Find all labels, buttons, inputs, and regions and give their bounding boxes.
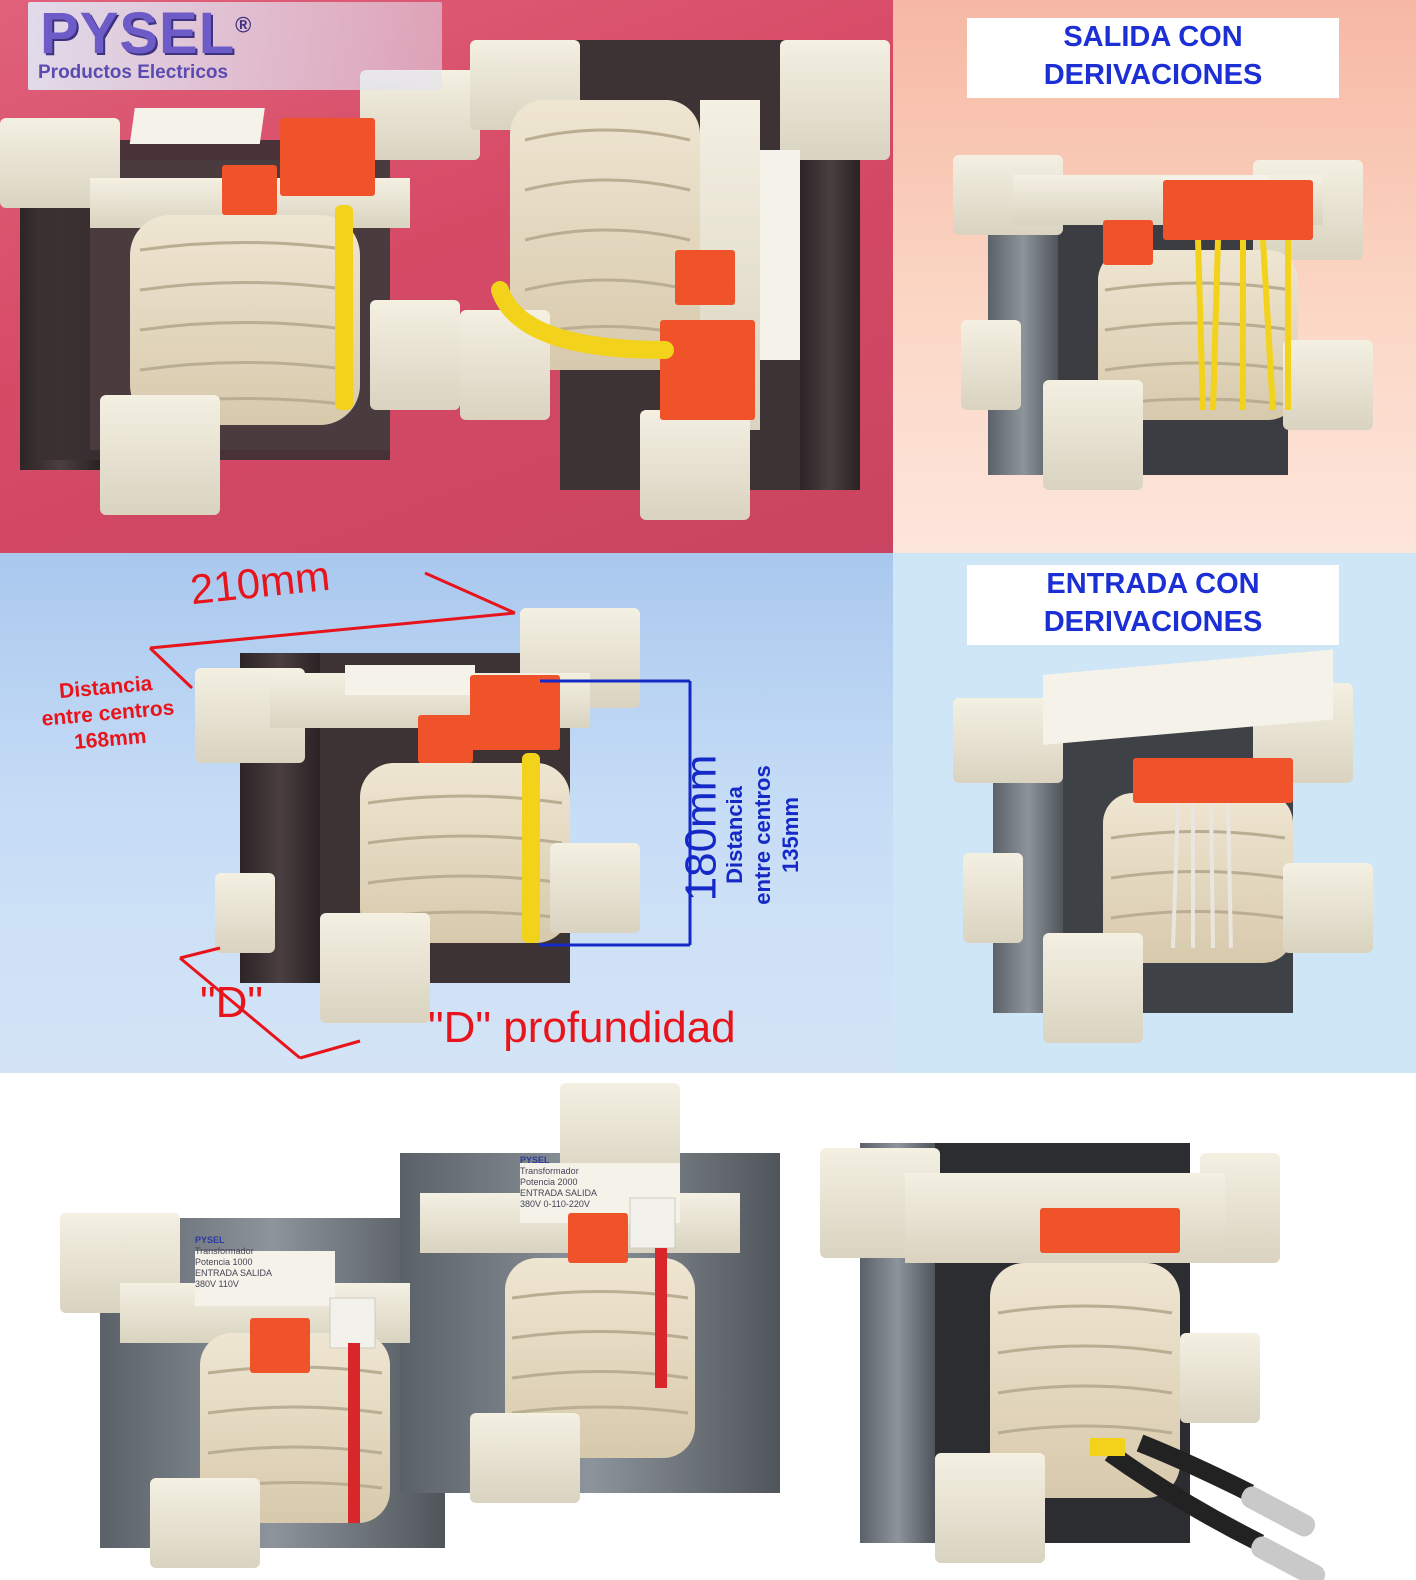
photo-panel-pink: PYSEL® Productos Electricos: [0, 0, 893, 553]
transformer-output-taps-photo: [953, 155, 1373, 490]
transformer-input-taps-photo: [953, 649, 1373, 1043]
banner-output-taps: SALIDA CON DERIVACIONES: [967, 18, 1339, 98]
transformer-dimensions-photo: [148, 571, 692, 1060]
transformer-bottom-photos: [60, 1083, 1326, 1580]
depth-marker: "D": [200, 978, 264, 1027]
brand-subtitle: Productos Electricos: [38, 62, 229, 83]
transformer-pair-photo: [0, 40, 890, 520]
photo-panel-output-taps: SALIDA CON DERIVACIONES: [893, 0, 1416, 553]
nameplate-left: PYSEL Transformador Potencia 1000 ENTRAD…: [195, 1235, 273, 1289]
banner-input-taps: ENTRADA CON DERIVACIONES: [967, 565, 1339, 645]
height-centers-label: Distancia entre centros 135mm: [722, 765, 803, 905]
photo-panel-input-taps: ENTRADA CON DERIVACIONES: [893, 553, 1416, 1073]
brand-name: PYSEL®: [40, 1, 253, 66]
nameplate-right: PYSEL Transformador Potencia 2000 ENTRAD…: [520, 1155, 598, 1209]
photo-panel-bottom: PYSEL Transformador Potencia 1000 ENTRAD…: [0, 1073, 1416, 1580]
brand-logo: PYSEL® Productos Electricos: [28, 1, 442, 90]
height-label: 180mm: [676, 754, 726, 902]
photo-panel-dimensions: 210mm Distancia entre centros 168mm 180m…: [0, 553, 893, 1073]
depth-caption: "D" profundidad: [428, 1003, 736, 1052]
